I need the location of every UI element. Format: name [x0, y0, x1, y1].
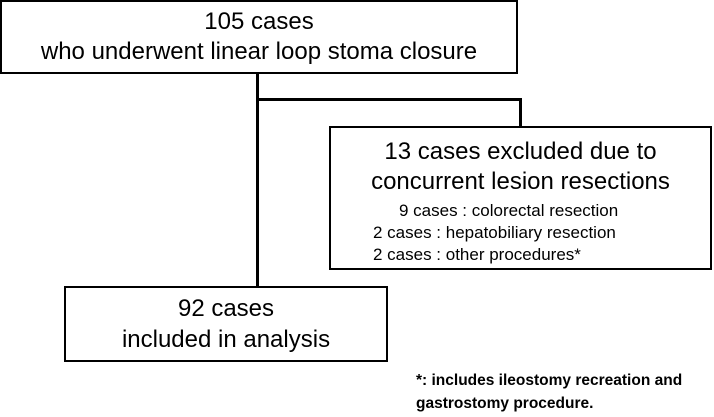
enrolled-description: who underwent linear loop stoma closure: [40, 38, 478, 65]
connector-branch-horizontal: [256, 98, 522, 101]
excluded-detail-other: 2 cases : other procedures*: [373, 245, 581, 264]
footnote-line-2: gastrostomy procedure.: [416, 395, 594, 412]
included-cases-box: 92 cases included in analysis: [64, 286, 388, 362]
excluded-count: 13 cases excluded due to: [384, 138, 657, 165]
included-count: 92 cases: [177, 295, 275, 322]
connector-branch-vertical: [519, 98, 522, 128]
excluded-detail-colorectal: 9 cases : colorectal resection: [399, 201, 619, 220]
excluded-reason: concurrent lesion resections: [371, 168, 670, 195]
excluded-detail-hepatobiliary: 2 cases : hepatobiliary resection: [373, 223, 616, 242]
connector-main-vertical: [256, 72, 259, 288]
enrolled-cases-box: 105 cases who underwent linear loop stom…: [0, 0, 518, 74]
enrolled-count: 105 cases: [204, 8, 314, 35]
excluded-cases-box: 13 cases excluded due to concurrent lesi…: [329, 126, 712, 270]
footnote-line-1: *: includes ileostomy recreation and: [416, 372, 683, 389]
included-description: included in analysis: [121, 326, 331, 353]
